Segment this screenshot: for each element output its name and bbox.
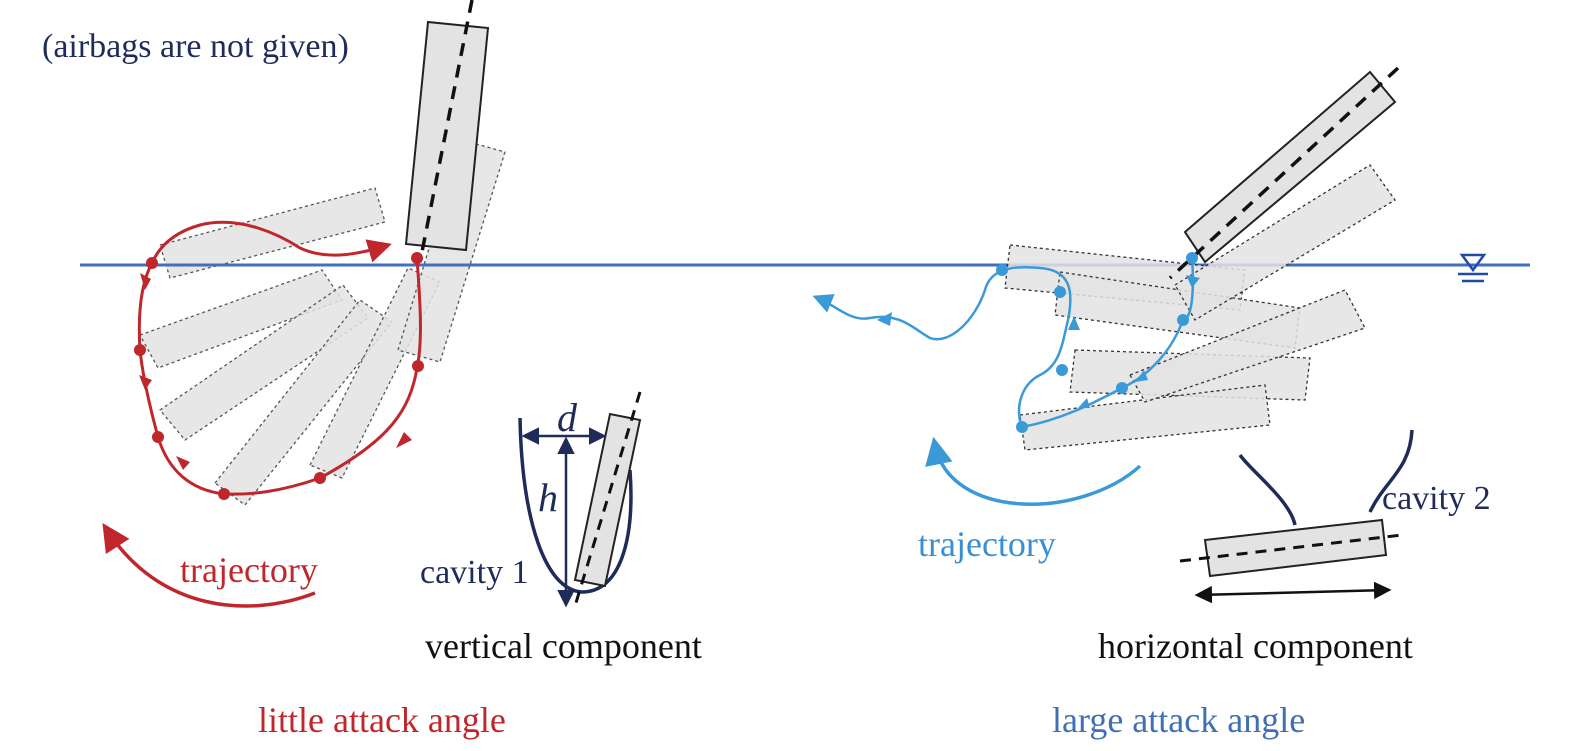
- right-trajectory-path: [812, 257, 1195, 429]
- h-symbol: h: [538, 475, 558, 520]
- horizontal-component-label: horizontal component: [1098, 626, 1413, 666]
- ghost-body-r4: [1019, 384, 1271, 451]
- right-trajectory-arrows: [877, 275, 1200, 408]
- right-main-body: [1168, 66, 1400, 280]
- cavity-1-diagram: [518, 391, 642, 608]
- cavity-2-label: cavity 2: [1382, 480, 1491, 517]
- large-attack-angle-caption: large attack angle: [1052, 700, 1306, 740]
- left-trajectory-markers: [134, 252, 424, 500]
- ghost-body-r6: [1174, 164, 1396, 321]
- left-trajectory-path: [137, 220, 422, 496]
- left-trajectory-arrows: [139, 273, 412, 470]
- d-symbol: d: [557, 395, 577, 440]
- left-main-body: [404, 0, 490, 263]
- right-trajectory-legend-arrow: [925, 436, 1142, 506]
- right-trajectory-label: trajectory: [918, 524, 1056, 564]
- right-trajectory-markers: [996, 252, 1198, 433]
- left-trajectory-label: trajectory: [180, 550, 318, 590]
- vertical-component-label: vertical component: [425, 626, 702, 666]
- left-trajectory-legend-arrow: [102, 522, 316, 608]
- left-ghost-bodies: [139, 139, 506, 506]
- right-ghost-bodies: [1004, 164, 1396, 451]
- cavity-2-diagram: [1179, 429, 1414, 604]
- ghost-body-r5: [1129, 289, 1366, 403]
- little-attack-angle-caption: little attack angle: [258, 700, 506, 740]
- cavity-1-label: cavity 1: [420, 554, 529, 591]
- water-level-icon: [1458, 253, 1488, 283]
- ghost-body-3: [159, 284, 369, 441]
- airbags-note: (airbags are not given): [42, 28, 349, 65]
